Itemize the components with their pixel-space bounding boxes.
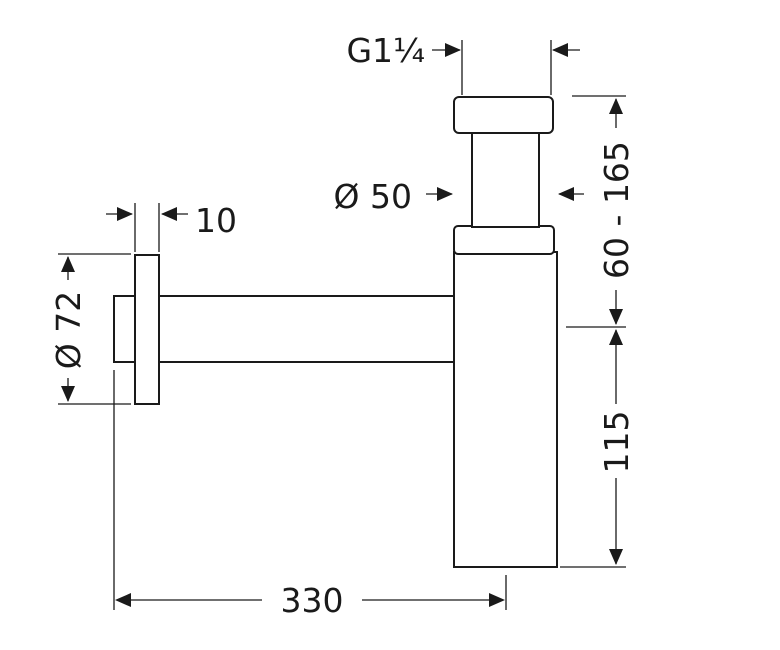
- dimension-thread: G1¼: [346, 31, 580, 95]
- rosette: [134, 254, 160, 405]
- wall-pipe-stub: [113, 295, 137, 363]
- dimension-body-height: 115: [560, 329, 636, 568]
- horizontal-pipe: [157, 295, 456, 363]
- tube-diameter-label: Ø 50: [334, 177, 412, 216]
- rosette-diameter-label: Ø 72: [49, 291, 88, 369]
- thread-size-label: G1¼: [346, 31, 425, 70]
- bottle-body: [453, 251, 558, 568]
- dimension-rosette-diameter: Ø 72: [49, 253, 131, 405]
- vertical-tube: [471, 131, 540, 228]
- lower-collar: [453, 225, 555, 255]
- rosette-thickness-label: 10: [195, 201, 237, 240]
- projection-length-label: 330: [281, 581, 344, 620]
- top-nut: [453, 96, 554, 134]
- dimension-height-range: 60 - 165: [566, 95, 636, 328]
- dimension-projection-length: 330: [113, 370, 507, 620]
- body-height-label: 115: [597, 411, 636, 474]
- height-range-label: 60 - 165: [597, 141, 636, 279]
- dimension-tube-diameter: Ø 50: [334, 177, 584, 224]
- dimension-rosette-thickness: 10: [106, 201, 237, 252]
- bottle-trap-outline: [113, 96, 558, 568]
